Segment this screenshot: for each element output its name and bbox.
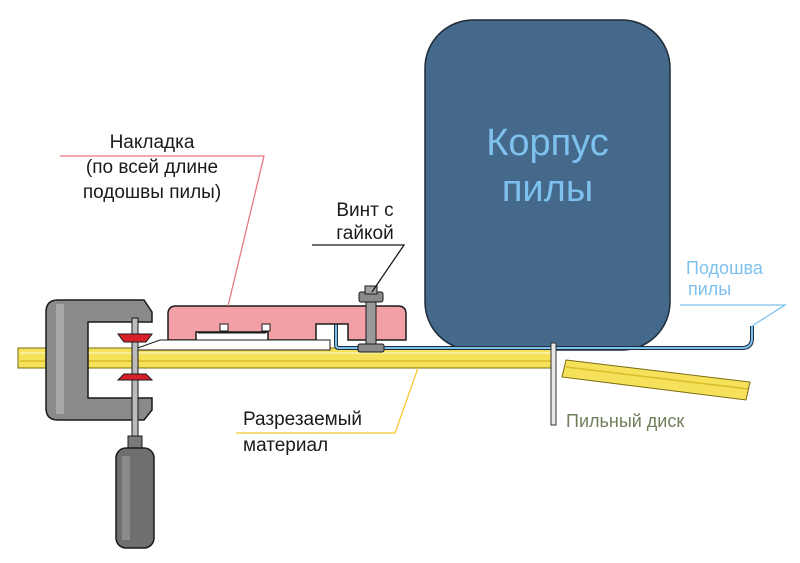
sole-label-line2: пилы bbox=[688, 279, 732, 299]
material-leader bbox=[236, 367, 419, 434]
material-label-line1: Разрезаемый bbox=[243, 409, 363, 430]
overlay-label-line1: Накладка bbox=[109, 132, 195, 153]
guide-tab bbox=[131, 339, 331, 351]
screw-label: Винт с гайкой bbox=[322, 200, 408, 245]
cut-off-piece bbox=[561, 359, 751, 401]
sole-label-line1: Подошва bbox=[686, 258, 763, 278]
housing-label-line1: Корпус bbox=[486, 122, 609, 164]
material-label-line2: материал bbox=[243, 435, 329, 456]
overlay-label-line2: (по всей длине bbox=[85, 157, 219, 178]
housing-label-line2: пилы bbox=[501, 168, 594, 210]
screw-label-line1: Винт с bbox=[336, 200, 394, 221]
screw-with-nut bbox=[357, 285, 385, 353]
material-label: Разрезаемый материал bbox=[243, 409, 362, 457]
c-clamp bbox=[45, 299, 155, 549]
overlay-label: Накладка (по всей длине подошвы пилы) bbox=[52, 132, 252, 204]
overlay-leader bbox=[60, 155, 265, 307]
blade-label: Пильный диск bbox=[566, 411, 685, 431]
sole-leader bbox=[680, 304, 788, 327]
screw-leader bbox=[312, 244, 406, 293]
overlay-label-line3: подошвы пилы) bbox=[82, 182, 222, 203]
screw-label-line2: гайкой bbox=[336, 223, 394, 244]
sole-label: Подошва пилы bbox=[686, 258, 763, 300]
cut-material bbox=[17, 347, 557, 369]
housing-label: Корпус пилы bbox=[445, 120, 650, 212]
saw-blade bbox=[550, 342, 557, 426]
